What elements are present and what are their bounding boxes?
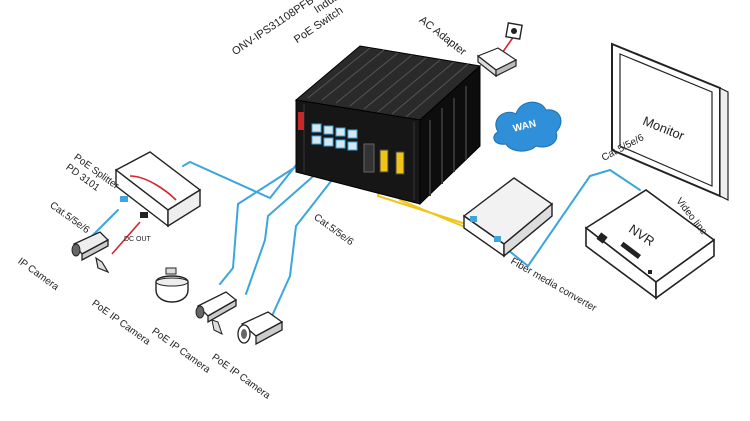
box-camera-icon xyxy=(237,311,284,346)
cable-splitter-to-ip-camera xyxy=(91,209,119,237)
dc-out-label: DC OUT xyxy=(124,236,151,243)
cable-switch-to-box-camera xyxy=(271,161,347,317)
monitor-icon xyxy=(611,42,729,201)
ip-camera-icon xyxy=(71,231,110,274)
nvr-icon xyxy=(584,189,716,300)
bullet-camera-icon xyxy=(195,291,238,335)
poe-splitter-icon xyxy=(114,151,202,228)
wan-cloud-icon xyxy=(493,101,562,152)
ac-adapter-icon xyxy=(476,47,518,78)
fiber-converter-icon xyxy=(462,177,554,258)
ptz-dome-camera-icon xyxy=(155,267,189,303)
wall-outlet-icon xyxy=(505,22,523,40)
cable-switch-to-ptz-camera xyxy=(219,149,323,285)
cable-converter-to-nvr xyxy=(497,168,641,268)
power-splitter-dc-out xyxy=(111,221,141,255)
cable-switch-to-bullet-camera xyxy=(245,157,335,295)
poe-switch xyxy=(294,45,482,206)
